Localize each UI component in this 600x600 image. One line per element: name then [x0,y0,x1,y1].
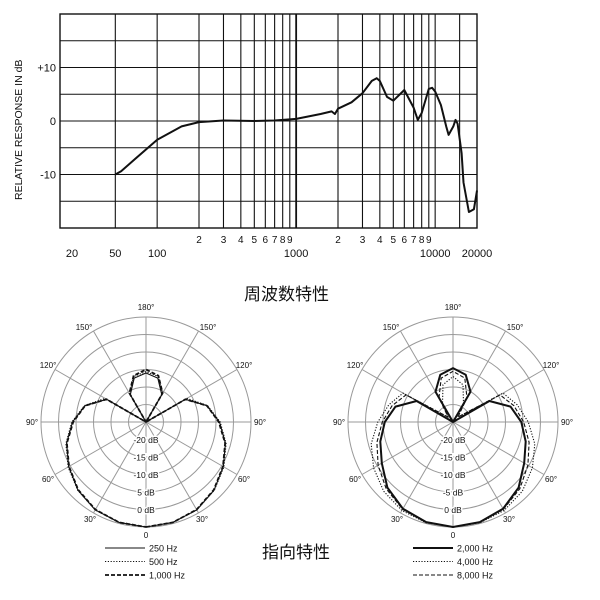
polar-series-1000Hz [66,368,227,528]
ring-label: -20 dB [133,435,158,445]
plot-frame [59,13,478,229]
ring-label: 5 dB [137,488,155,498]
angle-label: 60° [42,475,54,484]
angle-label: 90° [26,418,38,427]
x-minor-tick-label: 6 [402,235,408,246]
angle-label: 30° [196,515,208,524]
angle-label: 30° [84,515,96,524]
x-minor-tick-label: 3 [360,235,366,246]
angle-label: 180° [445,303,462,312]
x-minor-tick-label: 7 [411,235,417,246]
ring-label: -5 dB [443,488,464,498]
x-minor-tick-label: 2 [335,235,341,246]
legend-label: 8,000 Hz [457,571,494,581]
x-minor-tick-label: 7 [272,235,278,246]
x-minor-tick-label: 4 [377,235,383,246]
angle-label: 30° [391,515,403,524]
x-tick-label: 20000 [462,248,493,260]
frequency-response-title: 周波数特性 [244,285,329,305]
ring-label: -15 dB [440,453,465,463]
polar-series-500Hz [65,371,227,528]
angle-label: 0 [451,531,456,540]
x-tick-label: 1000 [284,248,308,260]
ring-label: 0 dB [137,505,155,515]
x-minor-tick-label: 8 [419,235,425,246]
ring-label: 0 dB [444,505,462,515]
polar-series-8000Hz [376,370,530,528]
angle-label: 90° [561,418,573,427]
x-tick-label: 50 [109,248,121,260]
polar-chart-1: 180° 150° 150° 120° 120° 90° 90° 60° 60° 30° 30° 0 0… [26,303,266,581]
angle-label: 150° [200,323,217,332]
x-minor-tick-label: 9 [426,235,432,246]
polar-chart-2: 180° 150° 150° 120° 120° 90° 90° 60° 60° 30° 30° 0 0… [333,303,573,581]
x-tick-label: 10000 [420,248,451,260]
y-tick-label: -10 [40,170,56,182]
angle-label: 90° [254,418,266,427]
ring-label: -15 dB [133,453,158,463]
x-minor-tick-label: 5 [252,235,258,246]
ring-label: -20 dB [440,435,465,445]
angle-label: 30° [503,515,515,524]
angle-label: 150° [76,323,93,332]
x-minor-tick-label: 2 [196,235,202,246]
legend-label: 500 Hz [149,557,178,567]
x-minor-tick-label: 4 [238,235,244,246]
legend-label: 250 Hz [149,544,178,554]
angle-label: 120° [347,361,364,370]
x-tick-label: 20 [66,248,78,260]
x-minor-tick-label: 8 [280,235,286,246]
x-minor-tick-label: 3 [221,235,227,246]
y-tick-label: +10 [37,63,56,75]
angle-label: 60° [545,475,557,484]
ring-label: -10 dB [133,470,158,480]
angle-label: 180° [138,303,155,312]
angle-label: 0 [144,531,149,540]
angle-label: 60° [238,475,250,484]
y-tick-label: 0 [50,116,56,128]
polar-series-2000Hz [379,367,527,528]
y-axis-label: RELATIVE RESPONSE IN dB [13,60,25,200]
x-minor-tick-label: 5 [391,235,397,246]
angle-label: 60° [349,475,361,484]
legend-label: 1,000 Hz [149,571,186,581]
legend-label: 4,000 Hz [457,557,494,567]
x-minor-tick-label: 6 [263,235,269,246]
angle-label: 120° [543,361,560,370]
x-tick-label: 100 [148,248,166,260]
angle-label: 120° [40,361,57,370]
x-minor-tick-label: 9 [287,235,293,246]
ring-label: -10 dB [440,470,465,480]
polar-pattern-title: 指向特性 [262,543,330,563]
response-curve [114,77,478,213]
angle-label: 150° [383,323,400,332]
angle-label: 120° [236,361,253,370]
legend-label: 2,000 Hz [457,544,494,554]
angle-label: 90° [333,418,345,427]
angle-label: 150° [507,323,524,332]
